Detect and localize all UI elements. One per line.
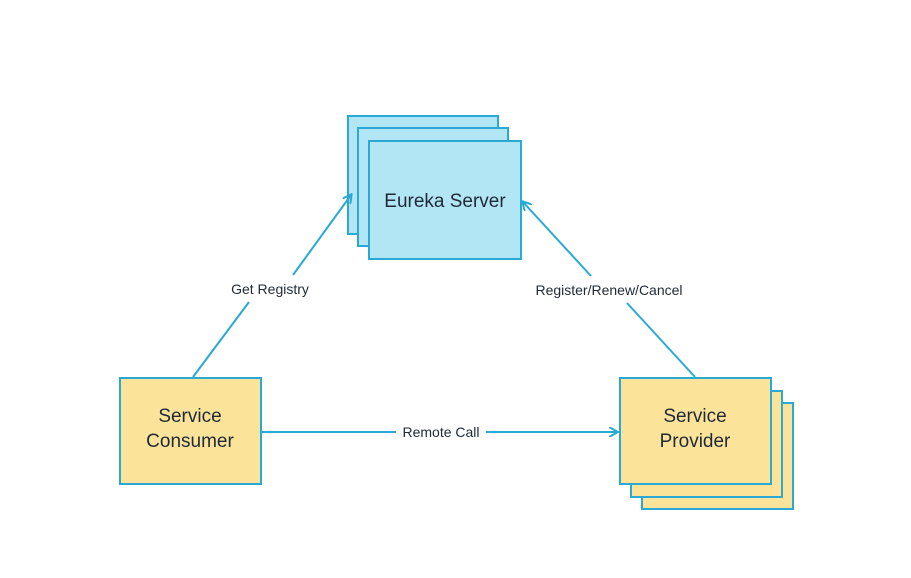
service-consumer-box — [119, 377, 262, 485]
edge-get-registry-upper — [292, 195, 351, 276]
get-registry-label: Get Registry — [231, 281, 309, 297]
eureka-server-node[interactable]: Eureka Server — [347, 115, 522, 260]
service-provider-node[interactable]: Service Provider — [619, 377, 794, 510]
service-provider-label-line2: Provider — [660, 431, 731, 452]
service-provider-box — [619, 377, 772, 485]
edge-register-renew-cancel: Register/Renew/Cancel — [523, 202, 696, 378]
edge-get-registry: Get Registry — [192, 195, 351, 378]
service-consumer-label-line2: Consumer — [146, 431, 234, 452]
eureka-server-label: Eureka Server — [384, 191, 506, 212]
eureka-server-box — [368, 140, 522, 260]
edge-remote-call: Remote Call — [262, 424, 617, 440]
edge-register-upper — [523, 202, 592, 277]
service-consumer-node[interactable]: Service Consumer — [119, 377, 262, 485]
service-consumer-label-line1: Service — [158, 406, 221, 427]
service-provider-label-line1: Service — [663, 406, 726, 427]
edge-register-lower — [626, 302, 696, 378]
register-renew-cancel-label: Register/Renew/Cancel — [535, 282, 682, 298]
remote-call-label: Remote Call — [402, 424, 479, 440]
edge-get-registry-lower — [192, 301, 250, 378]
